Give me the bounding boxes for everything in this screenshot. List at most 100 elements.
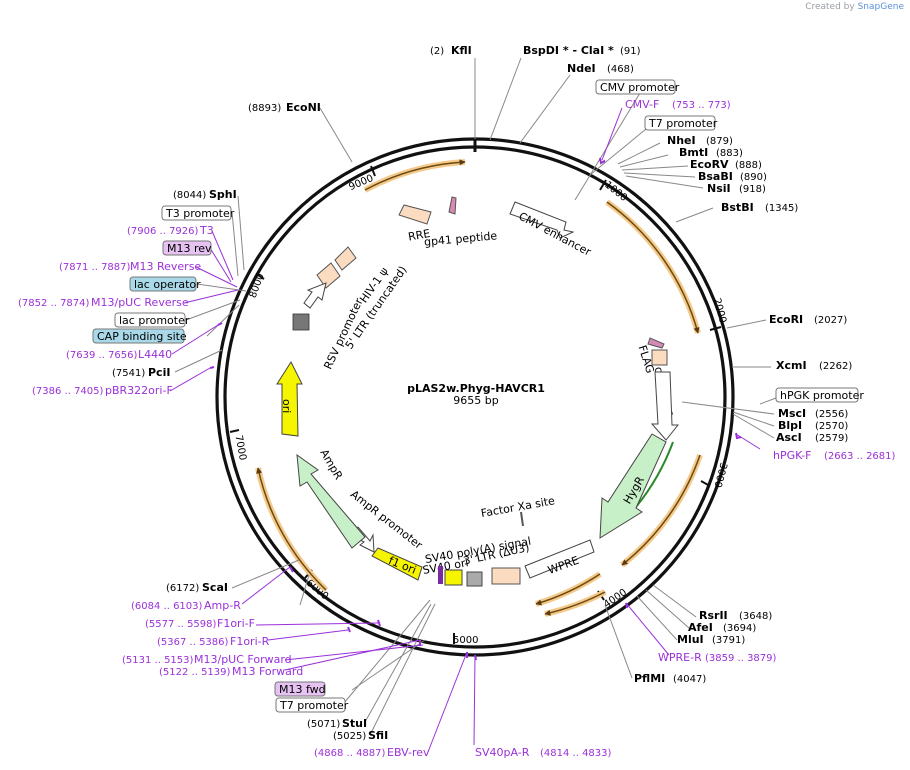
orf-arc-left-line <box>256 467 327 591</box>
site-sfii: SfiI <box>368 729 388 742</box>
site-nsii: NsiI <box>707 182 731 195</box>
box-t7-promoter-bottom: T7 promoter <box>279 699 349 712</box>
primer-m13-reverse: M13 Reverse <box>130 260 201 273</box>
flag-box <box>647 337 665 349</box>
box-cmv-promoter: CMV promoter <box>600 81 680 94</box>
svg-text:(4047): (4047) <box>673 674 706 685</box>
ampr-promoter-label: AmpR promoter <box>348 488 425 552</box>
orf-arc-green <box>635 441 674 508</box>
svg-text:(918): (918) <box>739 184 766 195</box>
sv40-polya-box <box>466 571 483 587</box>
svg-text:(2262): (2262) <box>819 361 852 372</box>
tick-7000: 7000 <box>233 434 248 461</box>
svg-text:(4868 .. 4887): (4868 .. 4887) <box>314 748 386 759</box>
svg-text:(3859 .. 3879): (3859 .. 3879) <box>705 653 777 664</box>
svg-text:(3791): (3791) <box>712 635 745 646</box>
site-econi: EcoNI <box>286 101 321 114</box>
site-bsabi: BsaBI <box>698 170 733 183</box>
leader-lines <box>174 57 777 736</box>
svg-text:(4814 .. 4833): (4814 .. 4833) <box>540 748 612 759</box>
orf-arc-right-line <box>606 201 700 334</box>
primer-lines <box>169 107 761 753</box>
site-ndei: NdeI <box>567 62 596 75</box>
svg-text:(5577 .. 5598): (5577 .. 5598) <box>145 619 217 630</box>
svg-text:(7871 .. 7887): (7871 .. 7887) <box>59 262 131 273</box>
site-stui: StuI <box>342 717 367 730</box>
primer-m13-puc-forward: M13/pUC Forward <box>194 653 292 666</box>
tick-1000: 1000 <box>602 180 629 204</box>
svg-text:(7852 .. 7874): (7852 .. 7874) <box>18 298 90 309</box>
plasmid-size: 9655 bp <box>453 394 498 407</box>
site-msci: MscI <box>778 407 806 420</box>
box-m13-rev: M13 rev <box>167 242 212 255</box>
site-xcmi: XcmI <box>776 359 807 372</box>
svg-text:(883): (883) <box>716 148 743 159</box>
primer-f1ori-f: F1ori-F <box>217 617 255 630</box>
gp41-box <box>448 196 457 215</box>
hiv-psi-box <box>334 246 357 271</box>
site-nhei: NheI <box>667 134 696 147</box>
primer-m13-puc-reverse: M13/pUC Reverse <box>91 296 189 309</box>
svg-text:(753 .. 773): (753 .. 773) <box>672 100 731 111</box>
orf-arc-top-line <box>364 159 466 191</box>
rre-box <box>398 204 432 225</box>
cmv-enhancer-label: CMV enhancer <box>516 210 593 259</box>
svg-text:(5367 .. 5386): (5367 .. 5386) <box>157 637 229 648</box>
svg-text:(1345): (1345) <box>765 203 798 214</box>
svg-text:(890): (890) <box>740 172 767 183</box>
site-bstbi: BstBI <box>721 201 754 214</box>
sv40-purple-mark <box>438 566 443 584</box>
svg-text:(888): (888) <box>735 160 762 171</box>
hygr-arrow <box>599 433 667 539</box>
cppt-box <box>651 349 668 366</box>
svg-text:(879): (879) <box>706 136 733 147</box>
svg-text:(2663 .. 2681): (2663 .. 2681) <box>824 451 896 462</box>
primer-m13-forward: M13 Forward <box>232 665 303 678</box>
site-bspdi-clai: BspDI * - ClaI * <box>523 44 614 57</box>
svg-text:(6172): (6172) <box>166 583 199 594</box>
wpre-arrow <box>524 539 595 579</box>
boxed-labels: CMV promoter T7 promoter hPGK promoter T… <box>92 79 864 713</box>
primers: CMV-F (753 .. 773) hPGK-F (2663 .. 2681)… <box>18 98 896 759</box>
box-t7-promoter-top: T7 promoter <box>648 117 718 130</box>
restriction-sites: (2) KflI BspDI * - ClaI * (91) NdeI (468… <box>112 44 852 742</box>
box-lac-operator: lac operator <box>134 278 201 291</box>
hpgk-arrow <box>650 371 680 441</box>
primer-amp-r: Amp-R <box>204 599 241 612</box>
site-ecori: EcoRI <box>769 313 803 326</box>
site-kfli: KflI <box>451 44 472 57</box>
svg-text:(91): (91) <box>620 46 641 57</box>
primer-l4440: L4440 <box>138 348 172 361</box>
primer-markers <box>209 157 742 661</box>
svg-text:(2556): (2556) <box>815 409 848 420</box>
site-pcii: PciI <box>148 366 170 379</box>
svg-text:(6084 .. 6103): (6084 .. 6103) <box>131 601 203 612</box>
rre-label: RRE <box>407 227 431 244</box>
primer-t3: T3 <box>199 224 214 237</box>
primer-pbr322ori-f: pBR322ori-F <box>105 384 173 397</box>
orf-arc-bottom2-line <box>544 591 606 616</box>
factor-xa-mark <box>520 511 524 527</box>
svg-text:(468): (468) <box>607 64 634 75</box>
box-t3-promoter: T3 promoter <box>165 207 235 220</box>
primer-wpre-r: WPRE-R <box>658 651 702 664</box>
primer-cmv-f: CMV-F <box>625 98 659 111</box>
orf-arc-lowright-line <box>621 454 701 566</box>
box-m13-fwd: M13 fwd <box>279 683 326 696</box>
primer-hpgk-f: hPGK-F <box>773 449 811 462</box>
ori-arrow <box>276 360 303 437</box>
site-bmti: BmtI <box>679 146 708 159</box>
svg-text:(7639 .. 7656): (7639 .. 7656) <box>66 350 138 361</box>
site-mlui: MluI <box>677 633 704 646</box>
svg-text:(5071): (5071) <box>307 719 340 730</box>
site-blpi: BlpI <box>778 419 802 432</box>
site-pflmi: PflMI <box>634 672 665 685</box>
ampr-label: AmpR <box>317 447 345 482</box>
svg-text:(2027): (2027) <box>814 315 847 326</box>
svg-text:(8044): (8044) <box>173 190 206 201</box>
primer-f1ori-r: F1ori-R <box>230 635 270 648</box>
primer-sv40pa-r: SV40pA-R <box>475 746 530 759</box>
site-ecorv: EcoRV <box>690 158 729 171</box>
f1-ori-arrow <box>371 547 423 581</box>
